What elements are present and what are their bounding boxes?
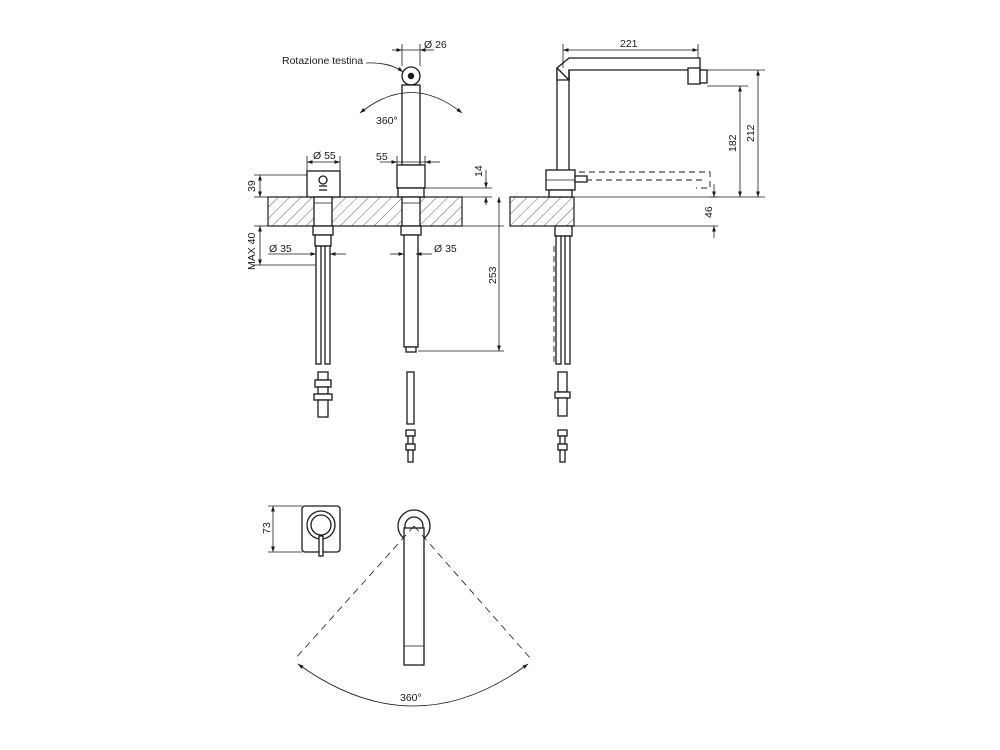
dim-label-d35-right: Ø 35 xyxy=(434,243,457,255)
side-dimensions: 221 182 212 46 xyxy=(562,38,765,238)
dim-label-39: 39 xyxy=(246,180,258,192)
dim-label-360-top: 360° xyxy=(376,115,398,127)
dim-label-46: 46 xyxy=(703,206,715,218)
countertop-front xyxy=(267,196,463,227)
spout-front-view xyxy=(396,66,426,463)
dim-label-253: 253 xyxy=(487,266,499,284)
countertop-side xyxy=(509,196,575,227)
dim-label-55: 55 xyxy=(376,151,388,163)
dim-label-212: 212 xyxy=(745,124,757,142)
handle-top-view: 73 xyxy=(261,505,341,557)
spout-dimensions: Ø 26 55 14 253 Ø 35 xyxy=(376,39,504,352)
handle-front-view xyxy=(306,170,341,418)
dim-label-360-bottom: 360° xyxy=(400,692,422,704)
dim-label-d35-left: Ø 35 xyxy=(269,243,292,255)
dim-label-14: 14 xyxy=(473,165,485,177)
rotation-annotation: Rotazione testina 360° xyxy=(282,55,463,127)
dim-label-max40: MAX 40 xyxy=(246,232,258,270)
dim-label-221: 221 xyxy=(620,38,638,50)
spout-side-view xyxy=(545,57,711,463)
dim-label-d55: Ø 55 xyxy=(313,150,336,162)
dim-label-182: 182 xyxy=(727,134,739,152)
dim-label-73: 73 xyxy=(261,522,273,534)
note-rotation-head: Rotazione testina xyxy=(282,55,363,67)
handle-dimensions: Ø 55 39 MAX 40 Ø 35 xyxy=(246,150,346,270)
dim-label-d26: Ø 26 xyxy=(424,39,447,51)
spout-top-view: 360° xyxy=(294,509,532,707)
